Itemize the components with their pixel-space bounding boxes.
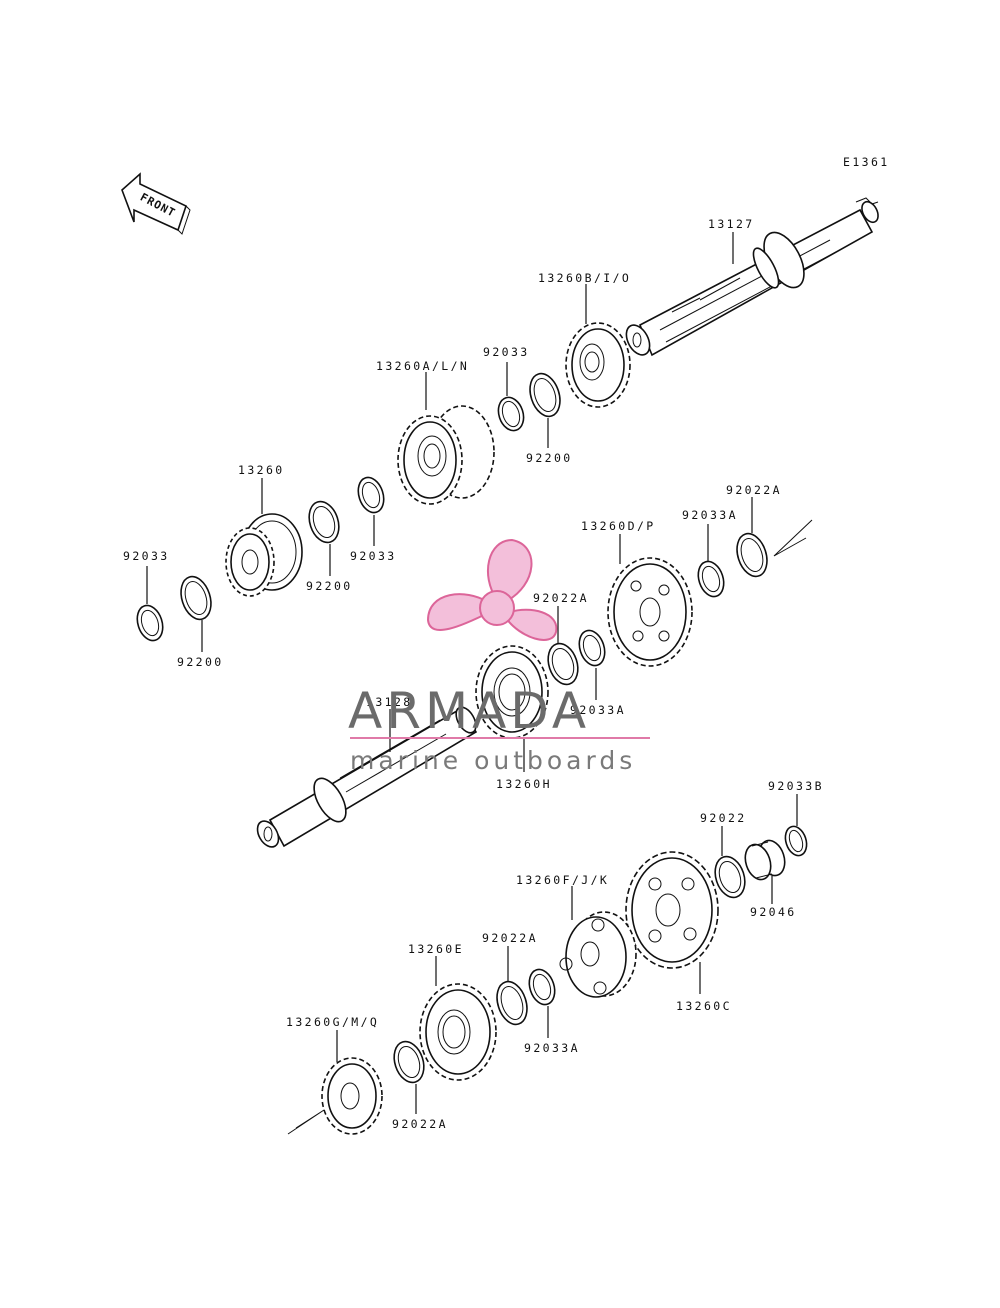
circlip-92033-top (497, 396, 525, 432)
callout-92033a-right: 92033A (682, 508, 738, 522)
drive-shaft-13128 (256, 706, 478, 848)
watermark-title: ARMADA (348, 682, 590, 740)
callout-13127: 13127 (708, 217, 755, 231)
front-arrow-icon: FRONT (121, 172, 191, 235)
axis-pointer-left (287, 1109, 325, 1135)
gear-13260h (475, 645, 549, 739)
diagram-code: E1361 (843, 155, 890, 169)
gear-13260c (625, 851, 719, 969)
gear-13260d (607, 557, 693, 667)
circlip-92033b (784, 825, 808, 857)
callout-92022a-mid: 92022A (533, 591, 589, 605)
callout-92033-left: 92033 (123, 549, 170, 563)
callout-92033a-low: 92033A (524, 1041, 580, 1055)
callout-92022a-bottom: 92022A (392, 1117, 448, 1131)
callout-13260b: 13260B/I/O (538, 271, 631, 285)
callout-13260fjk: 13260F/J/K (516, 873, 609, 887)
callout-92033-mid: 92033 (350, 549, 397, 563)
washer-92200-left (180, 575, 212, 621)
circlip-92033-left (136, 604, 164, 642)
callout-92022a-low: 92022A (482, 931, 538, 945)
callout-13128: 13128 (366, 695, 413, 709)
callout-92022: 92022 (700, 811, 747, 825)
washer-92022a-mid (547, 642, 579, 686)
callout-13260: 13260 (238, 463, 285, 477)
washer-92022a-low (496, 980, 528, 1026)
callout-92022a-right: 92022A (726, 483, 782, 497)
output-shaft-13127 (625, 197, 879, 357)
callout-13260d: 13260D/P (581, 519, 656, 533)
watermark-subtitle: marine outboards (350, 746, 636, 775)
callout-92046: 92046 (750, 905, 797, 919)
circlip-92033a-mid (578, 629, 606, 667)
gear-13260a (397, 405, 495, 505)
callout-92200-top: 92200 (526, 451, 573, 465)
circlip-92033a-low (528, 968, 556, 1006)
washer-92200-top (529, 372, 561, 418)
callout-13260a: 13260A/L/N (376, 359, 469, 373)
callout-92033b: 92033B (768, 779, 824, 793)
armada-watermark: ARMADA marine outboards (348, 538, 650, 775)
gear-13260fjk (559, 911, 637, 998)
washer-92022a-right (736, 532, 768, 578)
callout-13260e: 13260E (408, 942, 464, 956)
callout-92200-mid: 92200 (306, 579, 353, 593)
callout-92200-left: 92200 (177, 655, 224, 669)
needle-bearing-92046 (744, 839, 786, 881)
gear-13260 (225, 513, 303, 597)
gear-13260g (321, 1057, 383, 1135)
gear-13260e (419, 983, 497, 1081)
callout-92033a-mid: 92033A (570, 703, 626, 717)
circlip-92033a-right (697, 560, 725, 598)
circlip-92033-mid (357, 476, 385, 514)
washer-92022a-bottom (393, 1040, 425, 1084)
propeller-icon (426, 538, 558, 641)
axis-pointer-right (773, 519, 813, 557)
callout-92033-top: 92033 (483, 345, 530, 359)
washer-92022 (714, 855, 746, 899)
washer-92200-mid (308, 500, 340, 544)
callout-13260c: 13260C (676, 999, 732, 1013)
callout-13260h: 13260H (496, 777, 552, 791)
callout-13260g: 13260G/M/Q (286, 1015, 379, 1029)
gear-13260b (565, 322, 631, 408)
